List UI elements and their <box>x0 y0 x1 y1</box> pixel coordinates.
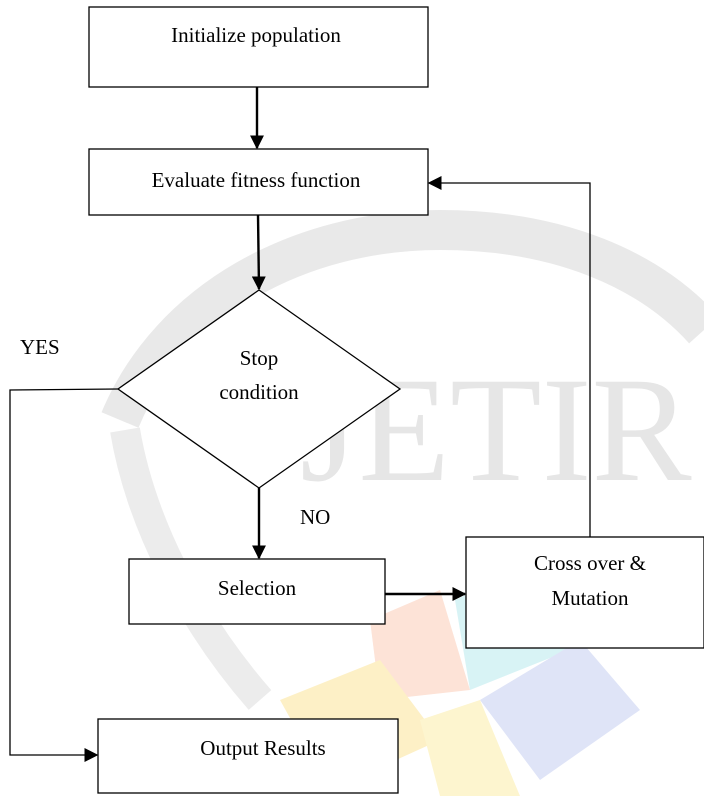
arrow-stop-to-output <box>9 388 119 762</box>
arrow-evaluate-to-stop <box>251 214 266 291</box>
crossover-box <box>465 536 704 649</box>
initialize-box <box>88 6 429 88</box>
evaluate-box <box>88 148 429 216</box>
evaluate-label: Evaluate fitness function <box>152 168 361 192</box>
stop-condition-label-line2: condition <box>219 380 299 404</box>
selection-label: Selection <box>218 576 297 600</box>
output-box <box>97 718 399 794</box>
edge-label-yes: YES <box>20 335 60 359</box>
watermark: JETIR <box>101 209 704 796</box>
watermark-petal-blue <box>480 640 640 780</box>
crossover-label-line1: Cross over & <box>534 551 646 575</box>
crossover-label-line2: Mutation <box>552 586 629 610</box>
stop-condition-label-line1: Stop <box>240 346 279 370</box>
watermark-shield <box>101 209 704 428</box>
watermark-petal-yellow <box>420 700 520 796</box>
arrow-crossover-to-evaluate <box>427 176 591 537</box>
initialize-label: Initialize population <box>171 23 341 47</box>
selection-box <box>128 558 386 625</box>
output-label: Output Results <box>200 736 325 760</box>
watermark-petal-red <box>370 590 470 700</box>
edge-label-no: NO <box>300 505 330 529</box>
watermark-logo <box>280 560 640 796</box>
